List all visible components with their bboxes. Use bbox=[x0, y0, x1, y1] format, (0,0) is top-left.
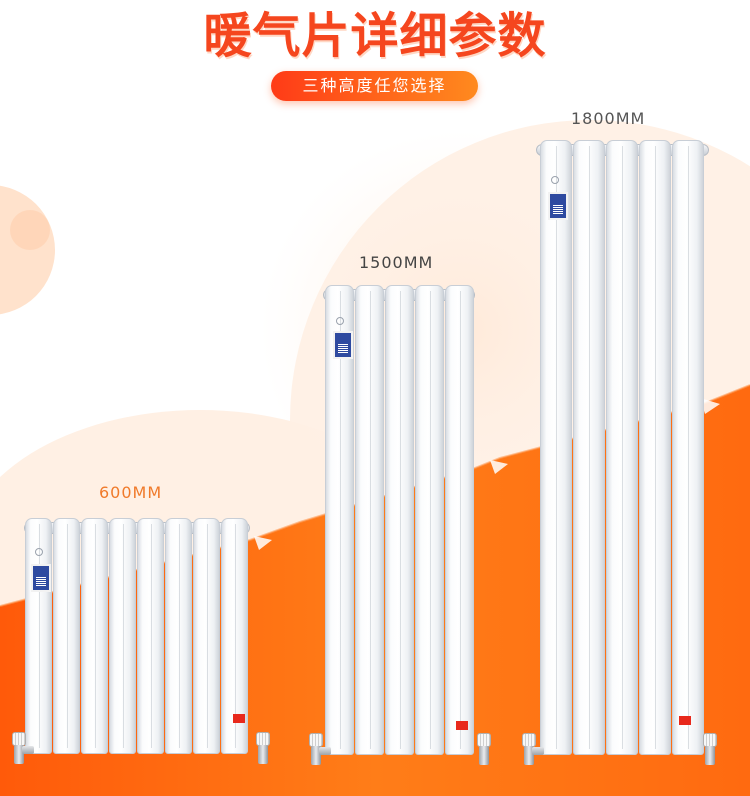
radiator-column bbox=[53, 518, 80, 754]
subtitle-badge: 三种高度任您选择 bbox=[271, 71, 478, 101]
radiator-column bbox=[81, 518, 108, 754]
radiator-column bbox=[193, 518, 220, 754]
radiator-1800mm bbox=[522, 140, 717, 765]
valve-right bbox=[256, 732, 270, 764]
page-title: 暖气片详细参数 bbox=[203, 8, 547, 64]
brand-logo-icon bbox=[35, 548, 43, 556]
radiator-column bbox=[639, 140, 671, 755]
warning-label-tag bbox=[456, 721, 468, 730]
brand-logo-icon bbox=[551, 176, 559, 184]
radiator-column bbox=[606, 140, 638, 755]
radiator-column bbox=[385, 285, 414, 755]
radiator-column bbox=[25, 518, 52, 754]
radiator-column bbox=[137, 518, 164, 754]
radiator-column bbox=[573, 140, 605, 755]
radiator-column bbox=[672, 140, 704, 755]
radiator-column bbox=[445, 285, 474, 755]
radiator-600mm bbox=[12, 518, 270, 764]
radiator-column bbox=[540, 140, 572, 755]
valve-left bbox=[522, 733, 544, 765]
size-label-600: 600MM bbox=[99, 483, 163, 502]
radiator-column bbox=[355, 285, 384, 755]
brand-label-tag bbox=[548, 192, 568, 220]
valve-right bbox=[703, 733, 717, 765]
valve-left bbox=[12, 732, 34, 764]
brand-logo-icon bbox=[336, 317, 344, 325]
brand-label-tag bbox=[31, 564, 51, 592]
radiator-column bbox=[165, 518, 192, 754]
valve-left bbox=[309, 733, 331, 765]
radiator-column bbox=[325, 285, 354, 755]
brand-label-tag bbox=[333, 331, 353, 359]
radiator-column bbox=[109, 518, 136, 754]
warning-label-tag bbox=[233, 714, 245, 723]
size-label-1500: 1500MM bbox=[359, 253, 434, 272]
warning-label-tag bbox=[679, 716, 691, 725]
valve-right bbox=[477, 733, 491, 765]
size-label-1800: 1800MM bbox=[571, 109, 646, 128]
radiator-1500mm bbox=[309, 285, 491, 765]
radiator-column bbox=[415, 285, 444, 755]
